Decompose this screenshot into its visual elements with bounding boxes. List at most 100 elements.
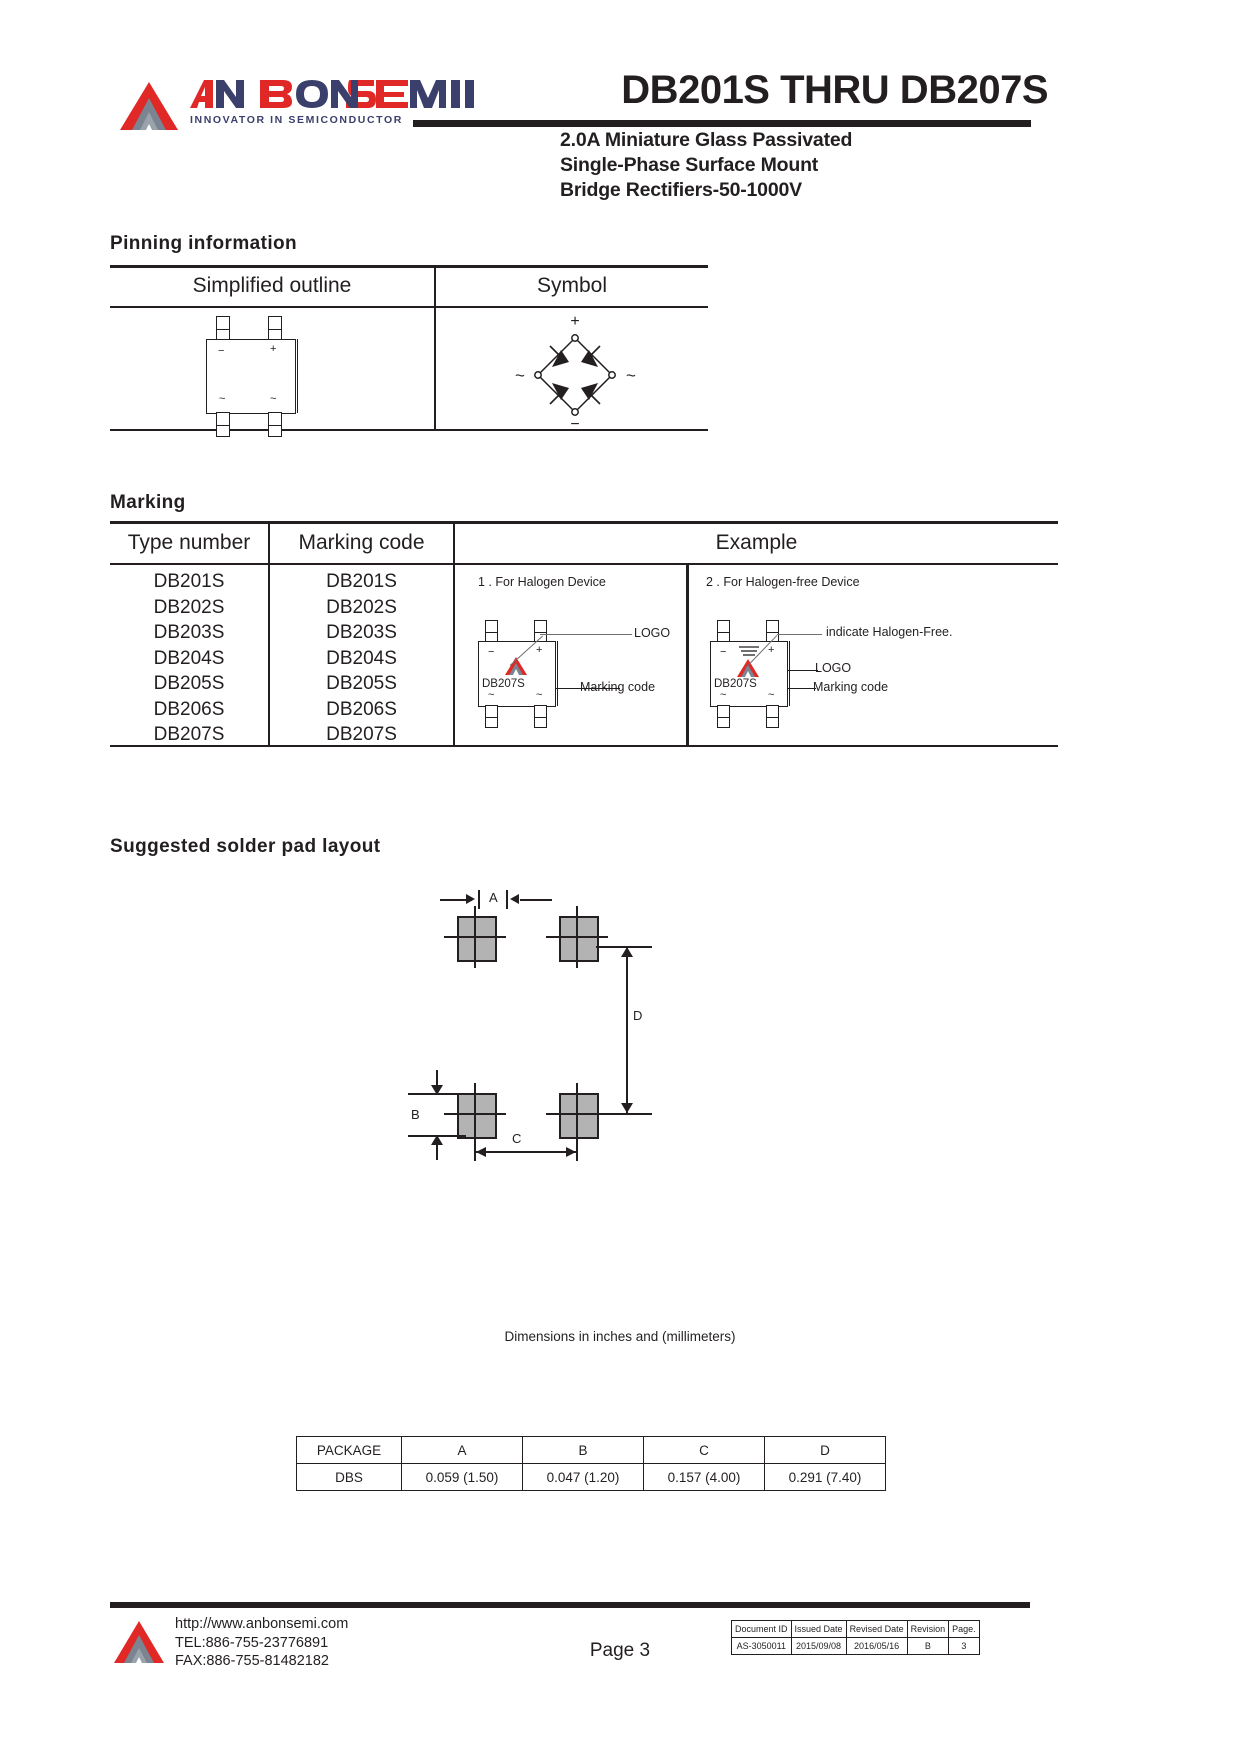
dim-c-label: C <box>512 1131 522 1146</box>
ft-th-revised: Revised Date <box>845 1620 908 1638</box>
bridge-rectifier-symbol: + − ~ ~ <box>500 310 650 433</box>
company-tagline: INNOVATOR IN SEMICONDUCTOR <box>190 114 403 126</box>
example2-halogen-leader <box>777 634 822 635</box>
example1-package-drawing: − + ~ ~ DB207S <box>478 620 578 728</box>
dim-d-line <box>626 946 628 1114</box>
dim-c-tick-left <box>474 1136 476 1161</box>
mark-col-header-example: Example <box>715 531 798 554</box>
lead-bottom-left <box>717 705 730 728</box>
lead-top-right <box>268 316 282 341</box>
table-row: AS-3050011 2015/09/08 2016/05/16 B 3 <box>731 1637 980 1655</box>
example1-code-leader <box>556 688 620 689</box>
mark-divider-2 <box>453 521 455 747</box>
list-item: DB207S <box>153 724 225 745</box>
list-item: DB205S <box>153 673 225 694</box>
example2-logo-label: LOGO <box>815 661 852 675</box>
example2-logo-leader <box>788 670 818 671</box>
mark-col-header-code: Marking code <box>298 531 425 554</box>
lead-top-right <box>534 620 547 643</box>
page-header: INNOVATOR IN SEMICONDUCTOR DB201S THRU D… <box>0 0 1240 210</box>
dim-c-arrow-left <box>476 1147 486 1157</box>
package-side-edge <box>557 641 558 706</box>
svg-text:~: ~ <box>515 366 525 385</box>
footer-contact: http://www.anbonsemi.com TEL:886-755-237… <box>175 1615 348 1671</box>
lead-bottom-right <box>268 412 282 437</box>
footer-logo-icon <box>114 1621 164 1663</box>
document-revision-table: Document ID Issued Date Revised Date Rev… <box>731 1620 980 1655</box>
list-item: DB201S <box>326 571 397 592</box>
list-item: DB201S <box>153 571 225 592</box>
lead-top-left <box>216 316 230 341</box>
example2-halogen-label: indicate Halogen-Free. <box>826 625 953 639</box>
page-number: Page 3 <box>589 1640 651 1661</box>
dim-th-d: D <box>764 1436 886 1464</box>
dim-b-arrow-top <box>431 1085 443 1095</box>
example1-logo-icon <box>505 657 527 675</box>
lead-top-left <box>717 620 730 643</box>
svg-text:−: − <box>570 416 579 430</box>
lead-top-left <box>485 620 498 643</box>
pin-mark-minus: − <box>488 646 495 658</box>
dim-c-line <box>475 1151 577 1153</box>
dim-cell-d: 0.291 (7.40) <box>764 1463 886 1491</box>
pin-mark-ac2: ~ <box>768 689 775 701</box>
dim-d-label: D <box>633 1008 643 1023</box>
pad-crosshair-h-br <box>546 1113 608 1115</box>
dim-d-ext-bottom <box>596 1113 652 1115</box>
example1-caption: 1 . For Halogen Device <box>478 575 606 589</box>
pin-mark-plus: + <box>768 644 775 656</box>
ft-th-docid: Document ID <box>731 1620 792 1638</box>
lead-bottom-right <box>534 705 547 728</box>
marking-heading: Marking <box>110 492 186 513</box>
dim-th-a: A <box>401 1436 523 1464</box>
halogen-free-triple-bar-icon <box>739 646 759 656</box>
ft-th-issued: Issued Date <box>790 1620 847 1638</box>
mark-table-top-border <box>110 521 1058 524</box>
footer-rule <box>110 1602 1030 1608</box>
subtitle-line-3: Bridge Rectifiers-50-1000V <box>560 178 802 201</box>
footer-fax: FAX:886-755-81482182 <box>175 1653 329 1669</box>
table-header-row: Document ID Issued Date Revised Date Rev… <box>731 1620 980 1638</box>
pin-mark-ac2: ~ <box>270 393 277 405</box>
mark-col-header-type: Type number <box>127 531 251 554</box>
pin-mark-ac1: ~ <box>219 393 226 405</box>
dim-d-arrow-top <box>621 947 633 957</box>
example2-part-text: DB207S <box>714 678 757 690</box>
footer-website[interactable]: http://www.anbonsemi.com <box>175 1616 349 1632</box>
dim-th-c: C <box>643 1436 765 1464</box>
pin-mark-plus: + <box>270 343 277 355</box>
ft-td-revision: B <box>906 1637 950 1655</box>
dim-cell-b: 0.047 (1.20) <box>522 1463 644 1491</box>
table-row: DBS 0.059 (1.50) 0.047 (1.20) 0.157 (4.0… <box>296 1463 886 1491</box>
list-item: DB202S <box>153 596 225 618</box>
svg-text:+: + <box>570 313 579 330</box>
pin-table-divider <box>434 265 436 431</box>
solder-pad-heading: Suggested solder pad layout <box>110 836 381 857</box>
dim-cell-c: 0.157 (4.00) <box>643 1463 765 1491</box>
lead-bottom-left <box>216 412 230 437</box>
lead-bottom-right <box>766 705 779 728</box>
dim-b-line-bottom <box>436 1136 438 1160</box>
package-body <box>710 641 788 707</box>
company-logo: INNOVATOR IN SEMICONDUCTOR <box>118 78 488 132</box>
solder-pad-bottom-left <box>457 1093 497 1139</box>
mark-divider-3 <box>686 565 689 747</box>
mark-table-bottom-border <box>110 745 1058 747</box>
dimensions-note: Dimensions in inches and (millimeters) <box>504 1329 736 1344</box>
pin-table-top-border <box>110 265 708 268</box>
pin-mark-ac1: ~ <box>720 689 727 701</box>
footer-tel: TEL:886-755-23776891 <box>175 1634 329 1651</box>
table-header-row: PACKAGE A B C D <box>296 1436 886 1464</box>
package-body <box>206 339 296 414</box>
dim-c-tick-right <box>576 1136 578 1161</box>
subtitle-line-2: Single-Phase Surface Mount <box>560 153 819 176</box>
list-item: DB202S <box>326 596 397 618</box>
list-item: DB204S <box>326 647 397 669</box>
dim-cell-a: 0.059 (1.50) <box>401 1463 523 1491</box>
list-item: DB203S <box>326 622 397 643</box>
header-rule <box>413 120 1031 127</box>
list-item: DB206S <box>153 698 225 720</box>
svg-text:~: ~ <box>626 366 636 385</box>
list-item: DB204S <box>153 647 225 669</box>
anbonsemi-logo-icon <box>120 82 178 130</box>
